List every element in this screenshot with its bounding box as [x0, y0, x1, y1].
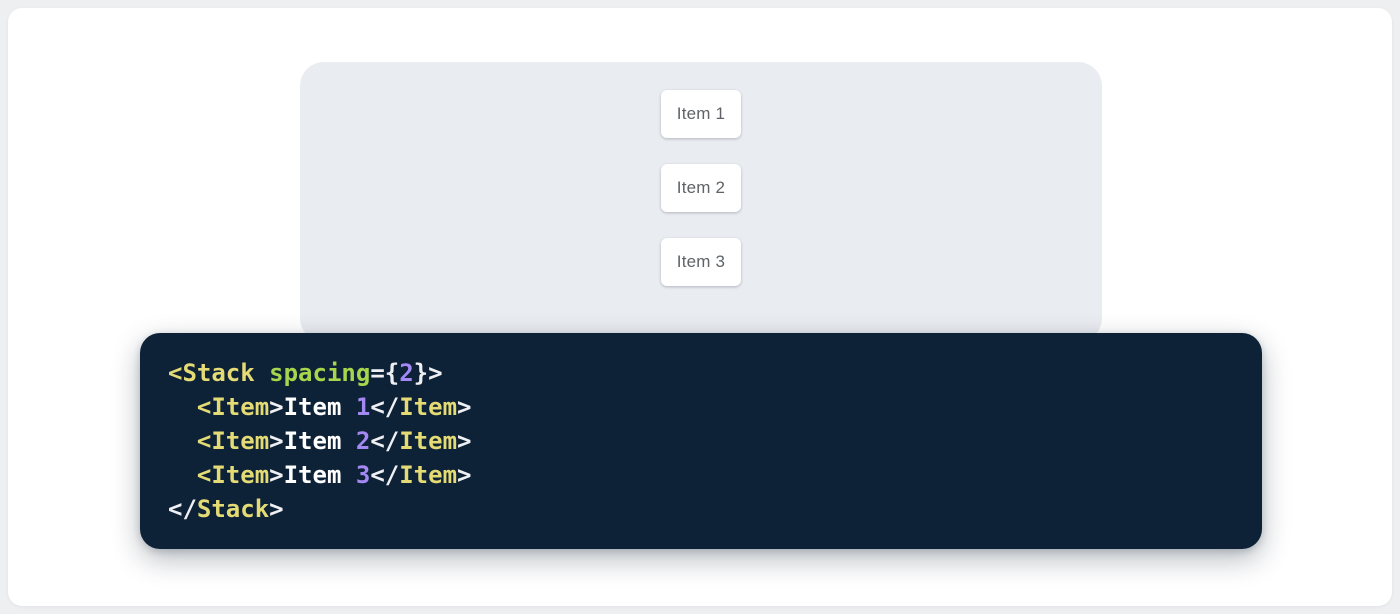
stack-demo: Item 1 Item 2 Item 3	[300, 62, 1102, 286]
code-token-punct: >	[269, 461, 284, 489]
code-token-punct: </	[370, 393, 400, 421]
code-token-punct: >	[269, 427, 284, 455]
code-token-plain	[168, 393, 197, 421]
code-token-punct: >	[457, 393, 472, 421]
code-block: <Stack spacing={2}> <Item>Item 1</Item> …	[140, 333, 1262, 549]
stack-item-1: Item 1	[661, 90, 741, 138]
code-line: <Item>Item 3</Item>	[168, 458, 1234, 492]
code-token-punct: >	[269, 495, 284, 523]
code-token-punct: </	[370, 461, 400, 489]
code-token-plain	[168, 461, 197, 489]
code-token-tag: Item	[399, 427, 458, 455]
code-token-tag: <Item	[196, 427, 270, 455]
code-line: <Item>Item 2</Item>	[168, 424, 1234, 458]
code-token-plain: Item	[283, 393, 356, 421]
code-token-punct: >	[457, 427, 472, 455]
code-token-num: 3	[355, 461, 371, 489]
stack-item-label: Item 2	[676, 178, 726, 197]
code-token-punct: </	[370, 427, 400, 455]
content-card: Item 1 Item 2 Item 3 <Stack spacing={2}>…	[8, 8, 1392, 606]
code-token-plain: Item	[283, 461, 356, 489]
code-token-tag: <Item	[196, 461, 270, 489]
code-token-tag: <Item	[196, 393, 270, 421]
code-token-plain	[255, 359, 269, 387]
stack-item-3: Item 3	[661, 238, 741, 286]
code-token-num: 2	[355, 427, 371, 455]
code-token-punct: </	[168, 495, 197, 523]
code-token-punct: >	[457, 461, 472, 489]
stack-item-label: Item 1	[676, 104, 726, 123]
demo-panel: Item 1 Item 2 Item 3	[300, 62, 1102, 342]
stack-item-label: Item 3	[676, 252, 726, 271]
code-token-punct: >	[269, 393, 284, 421]
stack-item-2: Item 2	[661, 164, 741, 212]
code-token-attr: spacing	[269, 359, 371, 387]
code-token-tag: <Stack	[168, 359, 255, 387]
code-line: </Stack>	[168, 492, 1234, 526]
code-line: <Item>Item 1</Item>	[168, 390, 1234, 424]
code-token-plain: Item	[283, 427, 356, 455]
code-token-punct: }>	[413, 359, 443, 387]
code-line: <Stack spacing={2}>	[168, 356, 1234, 390]
code-token-tag: Item	[399, 393, 458, 421]
code-token-num: 2	[399, 359, 414, 387]
code-token-tag: Stack	[196, 495, 270, 523]
code-token-tag: Item	[399, 461, 458, 489]
code-pre: <Stack spacing={2}> <Item>Item 1</Item> …	[168, 356, 1234, 526]
code-token-num: 1	[355, 393, 371, 421]
code-token-punct: ={	[370, 359, 400, 387]
code-token-plain	[168, 427, 197, 455]
